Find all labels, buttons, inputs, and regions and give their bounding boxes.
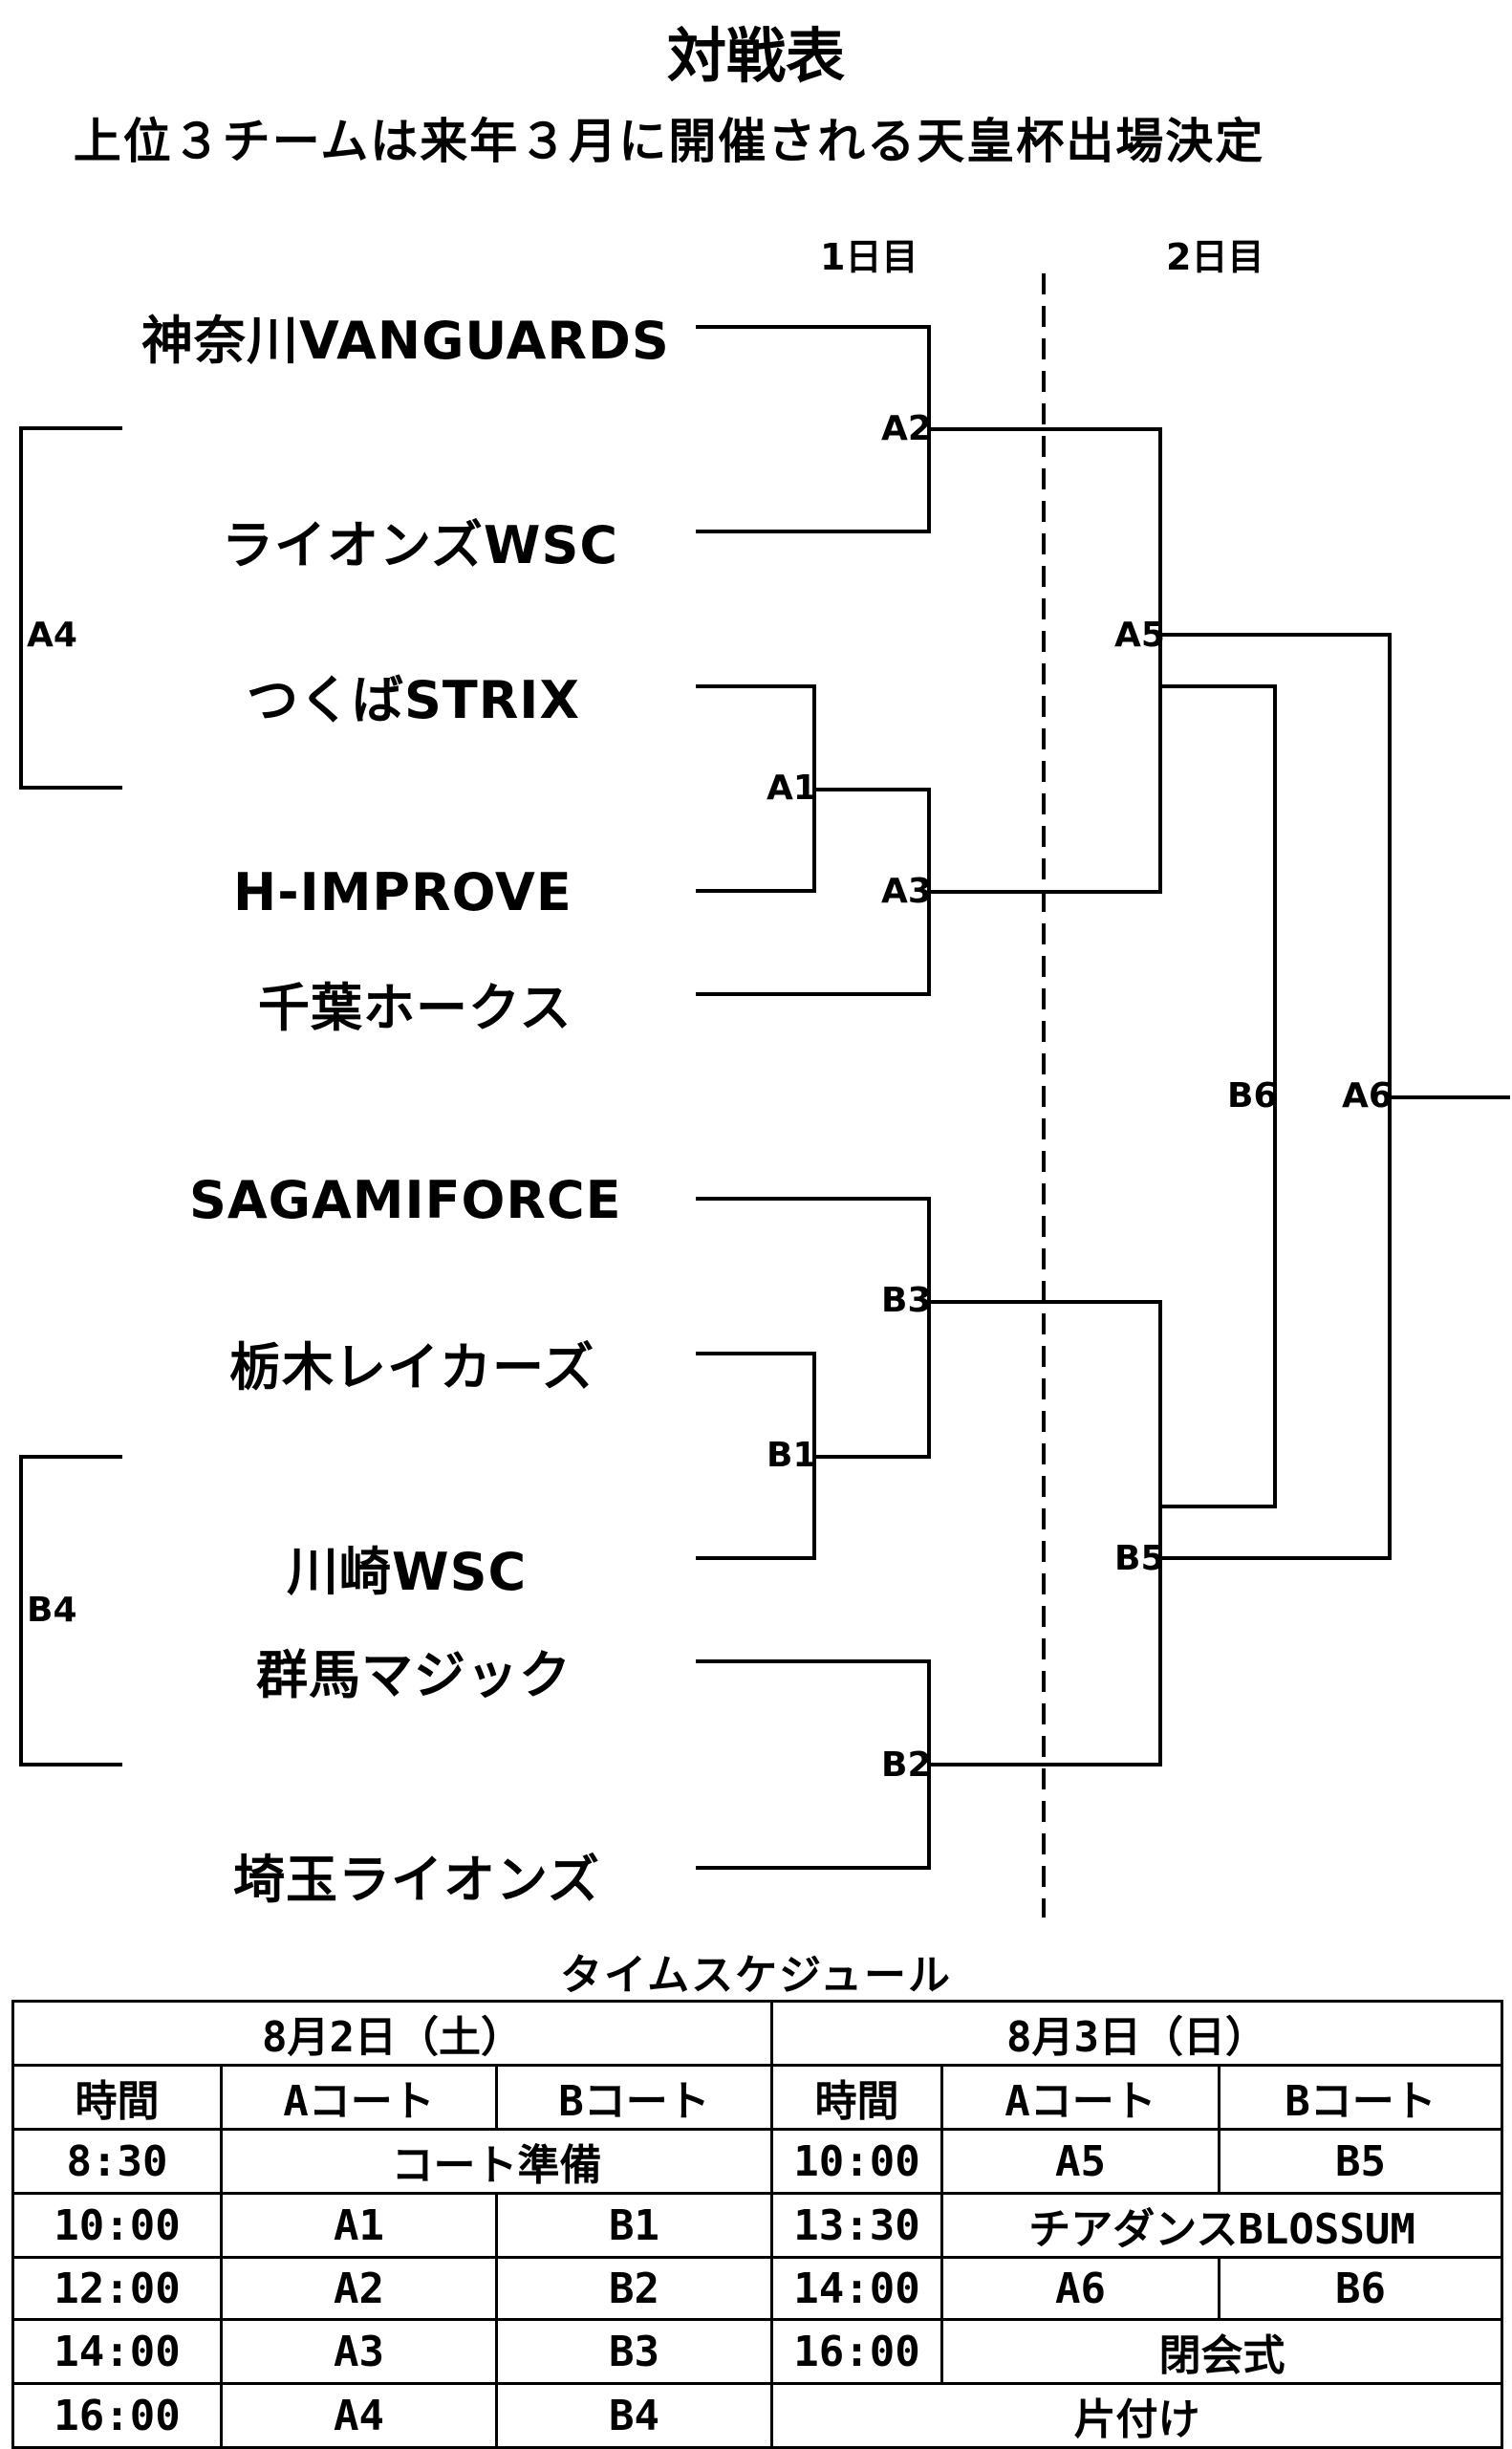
match-label-a2: A2 [881, 409, 932, 448]
day2-b: B5 [1218, 2128, 1504, 2195]
team-kanagawa-vanguards: 神奈川VANGUARDS [141, 311, 670, 371]
day2-time: 14:00 [770, 2256, 944, 2321]
table-row: 16:00 A4 B4 片付け [11, 2382, 1504, 2449]
bracket-b5 [929, 1300, 1162, 1766]
day1-time: 12:00 [11, 2256, 223, 2321]
day2-time: 13:30 [770, 2192, 944, 2259]
bracket-b3 [696, 1197, 931, 1459]
table-row: 14:00 A3 B3 16:00 閉会式 [11, 2318, 1504, 2385]
day1-b: B1 [494, 2192, 774, 2259]
bracket-diagram [19, 273, 1510, 1918]
match-label-b1: B1 [767, 1436, 817, 1475]
day1-a: A3 [220, 2318, 498, 2385]
day2-b: B6 [1218, 2256, 1504, 2321]
day1-b: B3 [494, 2318, 774, 2385]
day2-header-a: Aコート [940, 2064, 1221, 2131]
day1-time: 10:00 [11, 2192, 223, 2259]
bracket-a4 [19, 426, 122, 790]
bracket-b4 [19, 1455, 122, 1766]
day1-a: A2 [220, 2256, 498, 2321]
day1-header-b: Bコート [494, 2064, 774, 2131]
match-label-a6: A6 [1342, 1076, 1393, 1116]
table-row: 12:00 A2 B2 14:00 A6 B6 [11, 2256, 1504, 2321]
team-lions-wsc: ライオンズWSC [222, 515, 619, 575]
match-label-b6: B6 [1227, 1076, 1278, 1116]
day1-time: 8:30 [11, 2128, 223, 2195]
match-label-a1: A1 [767, 769, 817, 808]
table-row: 8:30 コート準備 10:00 A5 B5 [11, 2128, 1504, 2195]
day1-b: B2 [494, 2256, 774, 2321]
team-tochigi-reikazu: 栃木レイカーズ [229, 1337, 595, 1398]
match-label-a5: A5 [1114, 616, 1165, 655]
match-label-a3: A3 [881, 872, 932, 911]
day2-label: 2日目 [1166, 236, 1264, 278]
team-kawasaki-wsc: 川崎WSC [287, 1542, 528, 1602]
day1-time: 16:00 [11, 2382, 223, 2449]
table-row: 10:00 A1 B1 13:30 チアダンスBLOSSUM [11, 2192, 1504, 2259]
day1-header-time: 時間 [11, 2064, 223, 2131]
schedule-table: 8月2日（土） 8月3日（日） 時間 Aコート Bコート 時間 Aコート Bコー… [11, 2000, 1504, 2449]
team-tsukuba-strix: つくばSTRIX [247, 670, 581, 730]
match-label-b4: B4 [27, 1591, 77, 1630]
day2-merged: 閉会式 [940, 2318, 1504, 2385]
day1-a: A1 [220, 2192, 498, 2259]
table-row: 時間 Aコート Bコート 時間 Aコート Bコート [11, 2064, 1504, 2131]
day1-merged: コート準備 [219, 2128, 774, 2195]
day2-merged: チアダンスBLOSSUM [940, 2192, 1504, 2259]
page-subtitle: 上位３チームは来年３月に開催される天皇杯出場決定 [73, 114, 1265, 169]
day2-time: 16:00 [770, 2318, 944, 2385]
day1-date: 8月2日（土） [11, 2000, 774, 2067]
day1-header-a: Aコート [220, 2064, 498, 2131]
schedule-title: タイムスケジュール [559, 1951, 953, 2000]
team-gunma-magic: 群馬マジック [256, 1645, 572, 1705]
match-label-b3: B3 [881, 1281, 932, 1320]
day2-full: 片付け [770, 2382, 1504, 2449]
day2-header-time: 時間 [770, 2064, 944, 2131]
match-label-a4: A4 [27, 616, 77, 655]
day1-b: B4 [494, 2382, 774, 2449]
day1-time: 14:00 [11, 2318, 223, 2385]
bracket-b6 [1160, 684, 1277, 1508]
day1-a: A4 [220, 2382, 498, 2449]
bracket-b1 [696, 1352, 816, 1560]
bracket-a5 [929, 427, 1162, 894]
day1-label: 1日目 [820, 236, 918, 278]
team-sagamiforce: SAGAMIFORCE [189, 1170, 622, 1230]
team-h-improve: H-IMPROVE [233, 862, 572, 922]
table-row: 8月2日（土） 8月3日（日） [11, 2000, 1504, 2067]
page-title: 対戦表 [666, 21, 845, 91]
day2-date: 8月3日（日） [770, 2000, 1504, 2067]
match-label-b2: B2 [881, 1745, 932, 1785]
team-chiba-hawks: 千葉ホークス [258, 978, 572, 1038]
day2-header-b: Bコート [1218, 2064, 1504, 2131]
day2-a: A5 [940, 2128, 1221, 2195]
day2-time: 10:00 [770, 2128, 944, 2195]
day2-a: A6 [940, 2256, 1221, 2321]
match-label-b5: B5 [1114, 1539, 1165, 1578]
team-saitama-lions: 埼玉ライオンズ [233, 1850, 600, 1910]
